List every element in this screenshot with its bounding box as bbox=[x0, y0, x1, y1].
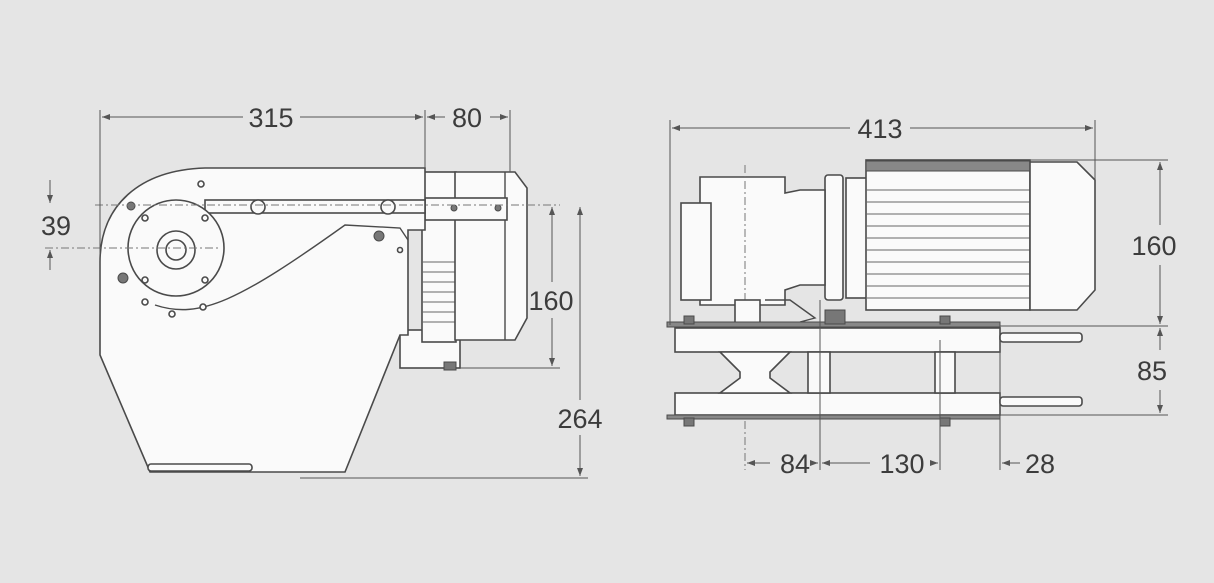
motor-body bbox=[865, 159, 1031, 311]
frame-bottom-bar bbox=[674, 392, 1001, 416]
dim-160-side: 160 bbox=[528, 286, 573, 316]
dim-39: 39 bbox=[41, 211, 71, 241]
lug-bottom bbox=[999, 396, 1083, 407]
dim-80: 80 bbox=[452, 103, 482, 133]
lug-top bbox=[999, 332, 1083, 343]
dim-130: 130 bbox=[879, 449, 924, 479]
dim-315: 315 bbox=[248, 103, 293, 133]
dim-85: 85 bbox=[1137, 356, 1167, 386]
dim-413: 413 bbox=[857, 114, 902, 144]
pulley bbox=[717, 351, 793, 394]
dim-84: 84 bbox=[780, 449, 810, 479]
side-view: 315 80 39 160 264 bbox=[41, 103, 603, 479]
frame-top-bar bbox=[674, 327, 1001, 353]
motor-end-cap bbox=[1029, 161, 1096, 311]
dim-264: 264 bbox=[557, 404, 602, 434]
motor-flange bbox=[824, 174, 844, 301]
dim-160-front: 160 bbox=[1131, 231, 1176, 261]
gearbox bbox=[699, 176, 826, 306]
front-view: 413 160 85 84 130 28 bbox=[666, 114, 1177, 479]
dim-28: 28 bbox=[1025, 449, 1055, 479]
base-slot bbox=[147, 463, 253, 472]
motor-cover bbox=[454, 171, 528, 341]
